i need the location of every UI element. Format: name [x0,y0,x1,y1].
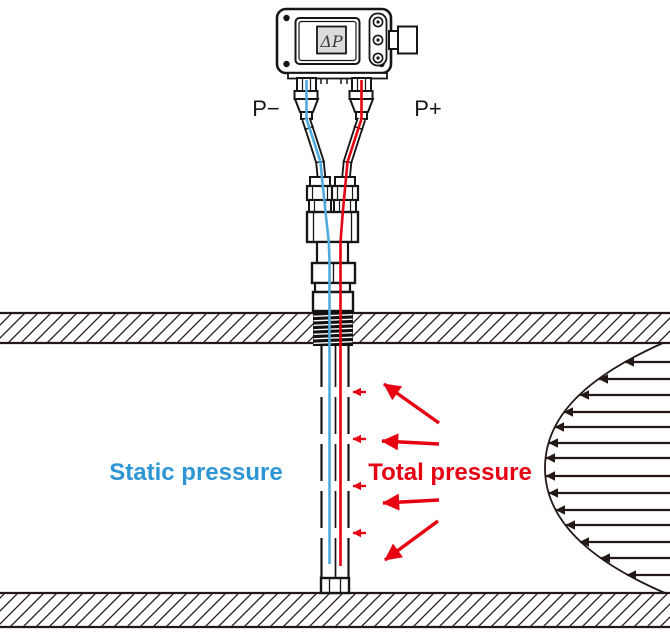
dp-transmitter: ΔP [275,7,418,84]
velocity-profile-curve [544,342,666,594]
dp-display-value: ΔP [319,32,343,51]
cable-connector [388,25,418,55]
velocity-profile [544,342,670,594]
static-pressure-label: Static pressure [109,459,282,486]
flange-ribs [320,78,348,84]
dp-display [316,25,347,55]
total-pressure-arrow [381,433,440,451]
pipe-wall-bottom [0,591,670,629]
total-pressure-label: Total pressure [368,459,532,486]
probe-end-nut [319,576,351,595]
terminal-screw-icon [372,34,384,46]
total-pressure-line [339,80,363,566]
total-pressure-arrow [383,519,440,562]
housing-screw-icon [283,60,290,68]
static-pressure-line [305,80,331,564]
total-pressure-arrow [382,493,440,511]
terminal-screw-icon [372,52,384,64]
pipe-wall-bottom-hatch [0,593,670,627]
compression-fitting-left [305,176,335,213]
bottom-flange [287,72,388,80]
port-plus-label: P+ [414,96,442,121]
port-minus-label: P− [252,96,280,121]
total-pressure-arrow [383,382,440,425]
total-pressure-arrows [381,382,440,562]
port-flow-arrows [352,387,366,538]
mounting-threads [313,311,353,346]
probe-mounting-body [305,210,360,313]
terminal-screw-icon [372,16,384,28]
averaging-probe [319,346,351,595]
housing-screw-icon [283,14,290,22]
terminal-screws [372,16,384,64]
